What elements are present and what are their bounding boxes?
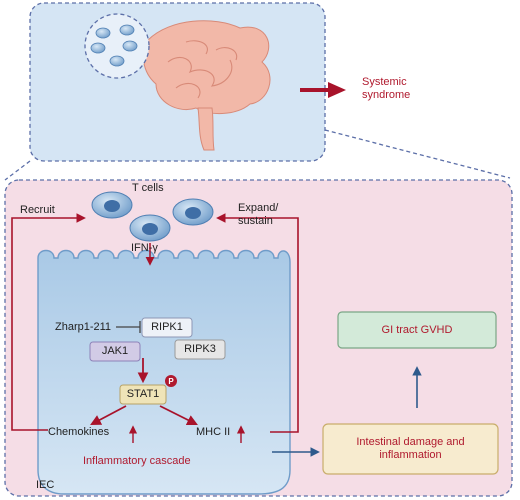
stat1-chemokines-arrow: [90, 405, 127, 426]
zharp-inhibition: [116, 321, 141, 333]
t-cell-2: [129, 214, 171, 242]
t-cells-label: T cells: [132, 182, 164, 194]
ripk3-label: RIPK3: [184, 343, 216, 355]
expand-sustain-arrow: [216, 213, 299, 433]
iec-cell-body: [37, 249, 291, 495]
intestinal-damage-box: [322, 423, 499, 475]
expand-sustain-label: Expand/ sustain: [238, 202, 279, 227]
mhc2-label: MHC II: [196, 426, 231, 438]
ripk3-box: [174, 339, 226, 360]
intestinal-damage-label: Intestinal damage and inflammation: [356, 436, 465, 461]
gi-gvhd-label: GI tract GVHD: [381, 324, 453, 336]
inflammatory-cascade-label: Inflammatory cascade: [83, 455, 191, 467]
recruit-arrow: [11, 213, 86, 431]
t-cell-1: [91, 191, 133, 219]
intestine-illustration: [142, 20, 271, 151]
phospho-badge: [165, 375, 177, 387]
zoom-line-left: [4, 160, 31, 181]
zoom-line-right: [324, 129, 511, 179]
phospho-label: P: [168, 377, 174, 386]
zharp-label: Zharp1-211: [55, 321, 112, 333]
chemokines-label: Chemokines: [48, 426, 110, 438]
ripk1-label: RIPK1: [151, 321, 183, 333]
gi-gvhd-box: [337, 311, 497, 349]
iec-label: IEC: [36, 479, 55, 491]
ifn-gamma-label: IFN-γ: [131, 242, 158, 254]
recruit-label: Recruit: [20, 204, 55, 216]
jak1-label: JAK1: [101, 345, 129, 357]
stat1-box: [119, 384, 167, 405]
small-t-cells: [90, 24, 138, 67]
systemic-arrow-head: [328, 82, 346, 98]
systemic-syndrome-label: Systemic syndrome: [362, 76, 411, 101]
t-cell-3: [172, 198, 214, 226]
ripk1-box: [141, 317, 193, 338]
stat1-mhc2-arrow: [159, 405, 198, 425]
jak1-box: [89, 341, 141, 362]
stat1-label: STAT1: [126, 388, 160, 400]
